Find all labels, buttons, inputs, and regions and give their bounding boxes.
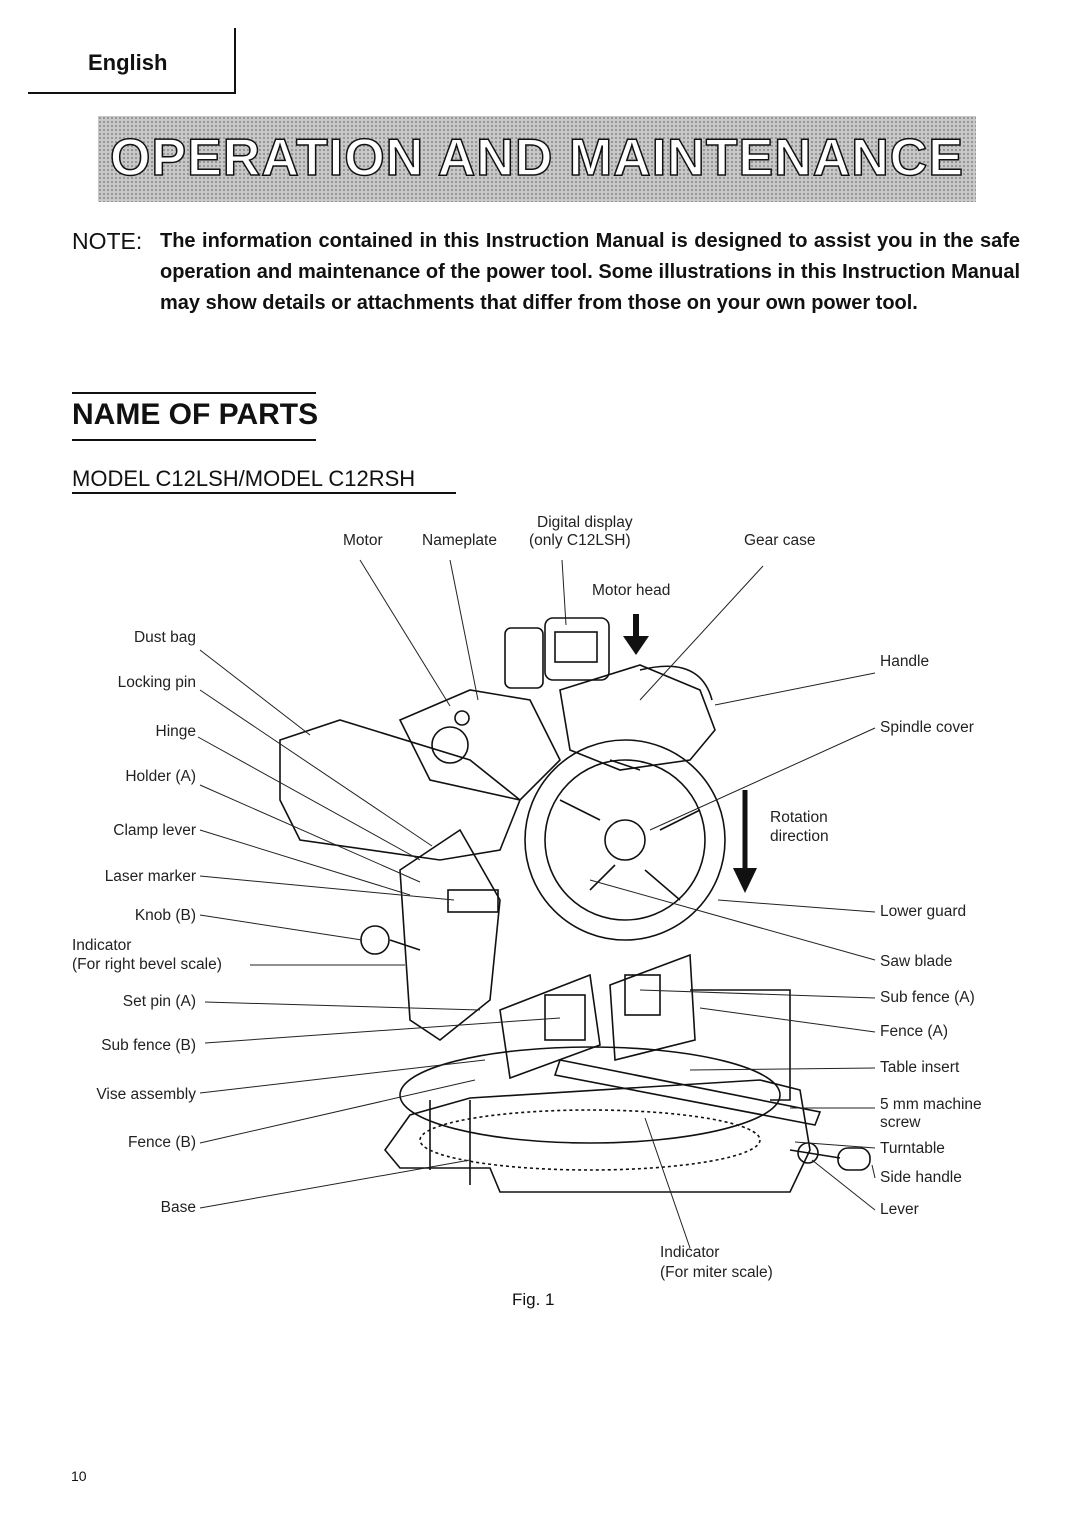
label-set-pin-a: Set pin (A) bbox=[122, 993, 196, 1010]
leader-lines bbox=[197, 559, 876, 1249]
banner-title: OPERATION AND MAINTENANCE bbox=[109, 128, 965, 188]
label-rotation: Rotation bbox=[770, 809, 828, 826]
label-nameplate: Nameplate bbox=[422, 532, 497, 549]
sub-fence-a-shape bbox=[624, 974, 661, 1016]
display-screen bbox=[554, 631, 598, 663]
label-machine-screw: 5 mm machine bbox=[880, 1096, 982, 1113]
motor-head-shape bbox=[559, 664, 716, 771]
figure-caption: Fig. 1 bbox=[512, 1290, 555, 1309]
feed-arrow-icon bbox=[623, 614, 649, 655]
saw-drawing bbox=[279, 617, 871, 1193]
section-title: NAME OF PARTS bbox=[72, 398, 319, 431]
label-laser-marker: Laser marker bbox=[104, 868, 196, 885]
fence-b-shape bbox=[499, 973, 601, 1080]
motor-shape bbox=[398, 689, 561, 801]
label-handle: Handle bbox=[880, 653, 930, 670]
side-handle-grip bbox=[837, 1147, 871, 1171]
label-digital-display: Digital display bbox=[537, 514, 633, 531]
label-gear-case: Gear case bbox=[744, 532, 816, 549]
label-holder-a: Holder (A) bbox=[125, 768, 196, 785]
language-label: English bbox=[88, 50, 168, 75]
dust-bag-shape bbox=[279, 719, 521, 861]
label-sub-fence-a: Sub fence (A) bbox=[880, 989, 975, 1006]
label-rotation-direction: direction bbox=[770, 828, 829, 845]
miter-scale bbox=[419, 1109, 761, 1171]
model-underline bbox=[72, 492, 456, 494]
nameplate-mark bbox=[454, 710, 470, 726]
base-detail bbox=[429, 1100, 471, 1185]
upper-guard bbox=[524, 739, 726, 941]
hinge-column bbox=[399, 828, 501, 1041]
laser-marker-shape bbox=[447, 889, 499, 913]
display-bracket bbox=[504, 627, 544, 689]
label-side-handle: Side handle bbox=[880, 1169, 962, 1186]
note-paragraph: NOTE: The information contained in this … bbox=[72, 226, 1020, 319]
section-rule-bottom bbox=[72, 439, 316, 441]
turntable-shape bbox=[399, 1046, 781, 1144]
label-spindle-cover: Spindle cover bbox=[880, 719, 974, 736]
label-machine-screw-note: screw bbox=[880, 1114, 921, 1131]
language-box bbox=[28, 28, 236, 94]
page-number: 10 bbox=[71, 1468, 87, 1484]
knob-b-shape bbox=[360, 925, 390, 955]
guard-ribs bbox=[559, 759, 701, 901]
table-insert-shape bbox=[553, 1059, 822, 1126]
fence-a-shape bbox=[609, 953, 696, 1062]
label-vise-assembly: Vise assembly bbox=[96, 1086, 196, 1103]
note-text: The information contained in this Instru… bbox=[160, 230, 1020, 314]
label-fence-b: Fence (B) bbox=[127, 1134, 196, 1151]
label-indicator-bevel: Indicator bbox=[72, 937, 132, 954]
label-base: Base bbox=[160, 1199, 196, 1216]
fence-a-side bbox=[690, 989, 791, 1101]
note-label: NOTE: bbox=[72, 228, 143, 254]
label-saw-blade: Saw blade bbox=[880, 953, 953, 970]
label-lower-guard: Lower guard bbox=[880, 903, 967, 920]
label-clamp-lever: Clamp lever bbox=[113, 822, 196, 839]
rotation-arrow-icon bbox=[733, 790, 757, 893]
label-turntable: Turntable bbox=[880, 1140, 945, 1157]
label-digital-display-note: (only C12LSH) bbox=[529, 532, 631, 549]
label-motor: Motor bbox=[343, 532, 383, 549]
label-motor-head: Motor head bbox=[592, 582, 671, 599]
base-shape bbox=[383, 1079, 811, 1193]
label-hinge: Hinge bbox=[155, 723, 197, 740]
handle-grip bbox=[639, 665, 713, 701]
model-heading: MODEL C12LSH/MODEL C12RSH bbox=[72, 466, 416, 491]
label-indicator-miter-note: (For miter scale) bbox=[660, 1264, 773, 1281]
label-dust-bag: Dust bag bbox=[133, 629, 196, 646]
label-fence-a: Fence (A) bbox=[880, 1023, 949, 1040]
label-lever: Lever bbox=[880, 1201, 919, 1218]
saw-blade-shape bbox=[544, 759, 706, 921]
label-indicator-bevel-note: (For right bevel scale) bbox=[72, 956, 222, 973]
label-table-insert: Table insert bbox=[880, 1059, 960, 1076]
spindle-cover-shape bbox=[604, 819, 646, 861]
knob-b-shaft bbox=[389, 939, 421, 951]
sub-fence-b-shape bbox=[544, 994, 586, 1041]
label-sub-fence-b: Sub fence (B) bbox=[101, 1037, 196, 1054]
label-locking-pin: Locking pin bbox=[117, 674, 196, 691]
motor-vent bbox=[431, 726, 469, 764]
section-banner: OPERATION AND MAINTENANCE bbox=[98, 116, 976, 202]
label-knob-b: Knob (B) bbox=[134, 907, 196, 924]
section-rule-top bbox=[72, 392, 316, 394]
label-indicator-miter: Indicator bbox=[660, 1244, 720, 1261]
digital-display-shape bbox=[544, 617, 610, 681]
